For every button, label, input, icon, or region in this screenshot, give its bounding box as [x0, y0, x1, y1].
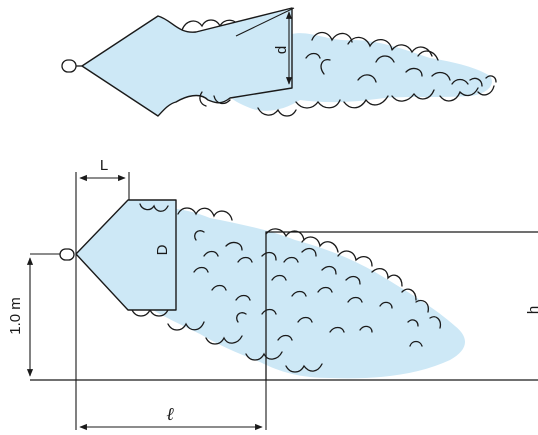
side-spray-view: h 1.0 m L D ℓ [7, 157, 538, 431]
top-spray-cloud [230, 24, 492, 111]
distance-label: ℓ [166, 404, 174, 424]
side-cloud-inner-curls [193, 230, 423, 347]
side-cloud-top-puffs [177, 207, 442, 329]
top-spray-cone [81, 7, 293, 117]
d-label: d [273, 46, 290, 54]
side-cone-puff-accents [139, 203, 169, 212]
top-cloud-top-puffs [181, 19, 439, 61]
top-cloud-inner-curls [212, 52, 497, 91]
top-d-extension-top [235, 7, 295, 37]
side-nozzle-icon [59, 248, 75, 261]
top-cone-puff-accents [199, 91, 231, 107]
height-label: 1.0 m [7, 297, 24, 335]
h-label: h [525, 306, 538, 314]
side-spray-cone [75, 199, 177, 311]
top-spray-view: d [61, 7, 497, 117]
side-spray-cloud [138, 208, 466, 379]
cone-diameter-label: D [154, 244, 171, 255]
top-nozzle-icon [61, 59, 77, 73]
top-cloud-bottom-puffs [257, 85, 495, 117]
cone-length-label: L [100, 157, 108, 174]
h-region-box [265, 231, 538, 380]
